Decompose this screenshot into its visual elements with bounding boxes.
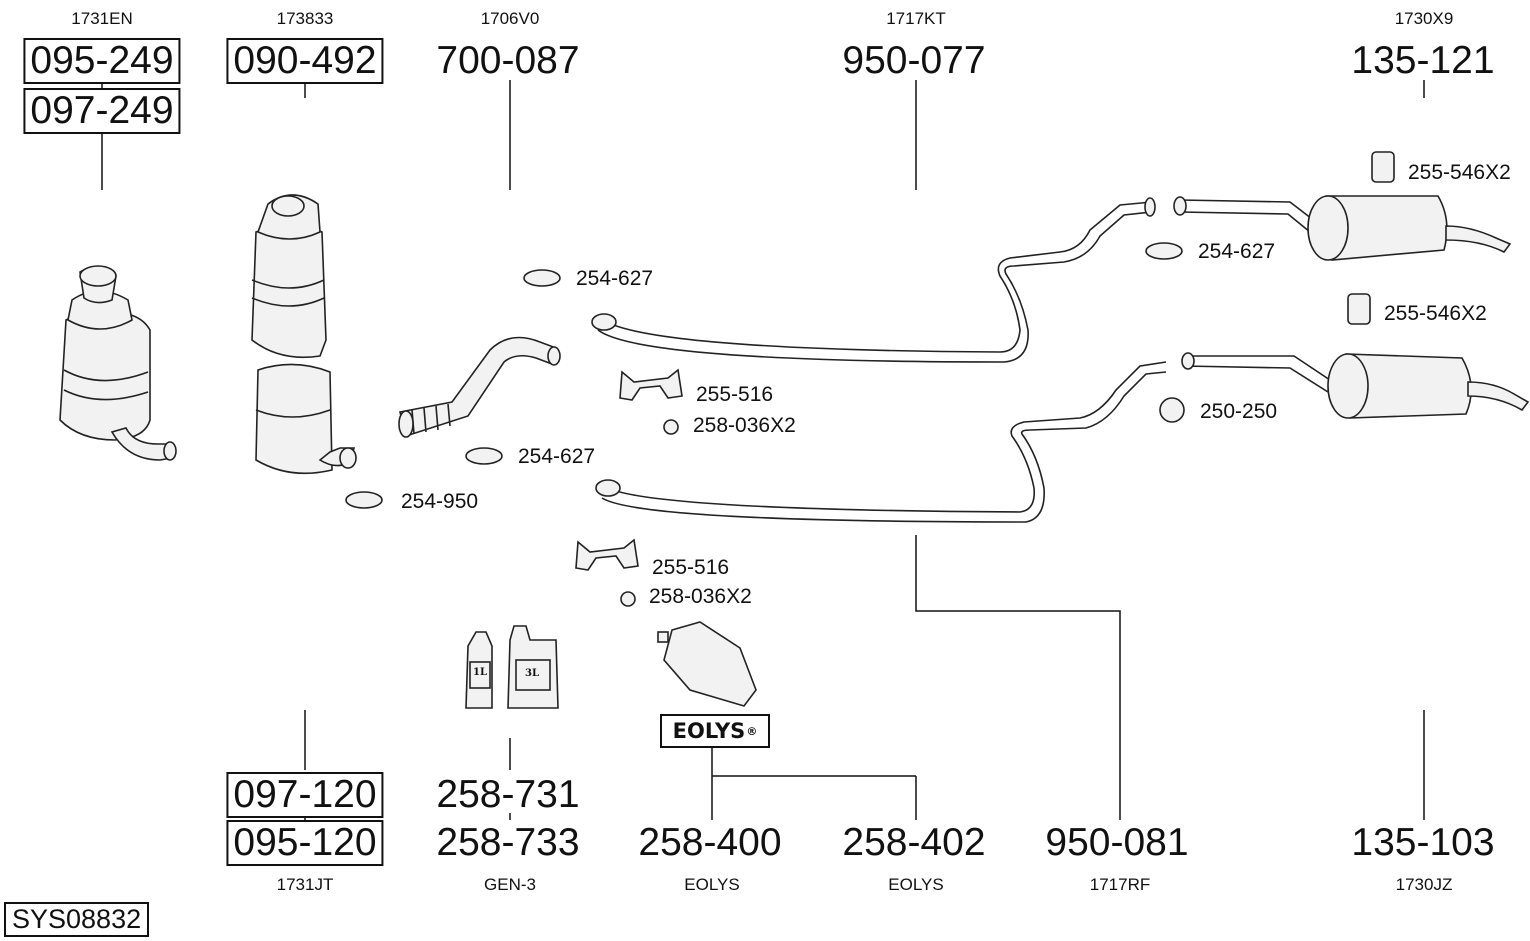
can-label-3l: 3L <box>525 668 539 679</box>
catalyst-left <box>59 265 177 461</box>
small-part-254-627-rear[interactable]: 254-627 <box>1198 240 1276 263</box>
small-part-255-516-upper[interactable]: 255-516 <box>696 383 774 406</box>
part-number-097-249[interactable]: 097-249 <box>23 88 181 134</box>
small-part-258-036X2-lower[interactable]: 258-036X2 <box>649 585 752 608</box>
oem-number-bottom-5: 1717RF <box>1089 875 1151 894</box>
part-number-258-733[interactable]: 258-733 <box>436 821 580 864</box>
eolys-logo-text: EOLYS <box>672 719 746 743</box>
small-part-255-546X2-lower[interactable]: 255-546X2 <box>1384 302 1487 325</box>
clamps-and-hangers <box>345 151 1395 607</box>
oem-number-top-3: 1706V0 <box>480 9 540 28</box>
small-part-254-627-middle[interactable]: 254-627 <box>518 445 596 468</box>
oem-number-bottom-1: 1731JT <box>276 875 334 894</box>
small-part-254-950[interactable]: 254-950 <box>401 490 479 513</box>
leader-lines <box>101 80 1425 820</box>
oem-number-bottom-3: EOLYS <box>684 875 740 894</box>
intermediate-pipe-upper <box>591 197 1156 363</box>
small-part-254-627-upper[interactable]: 254-627 <box>576 267 654 290</box>
small-part-258-036X2-upper[interactable]: 258-036X2 <box>693 414 796 437</box>
part-number-950-077[interactable]: 950-077 <box>842 39 986 82</box>
registered-mark: ® <box>746 724 758 738</box>
small-part-255-516-lower[interactable]: 255-516 <box>652 556 730 579</box>
can-label-1l: 1L <box>473 667 487 678</box>
part-number-258-402[interactable]: 258-402 <box>842 821 986 864</box>
eolys-logo: EOLYS® <box>660 714 770 748</box>
additive-cans <box>465 625 559 709</box>
small-part-255-546X2-upper[interactable]: 255-546X2 <box>1408 161 1511 184</box>
oem-number-bottom-6: 1730JZ <box>1395 875 1453 894</box>
part-number-090-492[interactable]: 090-492 <box>226 38 384 84</box>
part-number-135-121[interactable]: 135-121 <box>1351 39 1495 82</box>
oem-number-bottom-2: GEN-3 <box>484 875 536 894</box>
rear-muffler-lower <box>1181 352 1530 419</box>
eolys-pouch <box>657 621 757 707</box>
part-number-135-103[interactable]: 135-103 <box>1351 821 1495 864</box>
front-flex-pipe <box>398 336 561 438</box>
oem-number-top-1: 1731EN <box>71 9 133 28</box>
part-number-095-120[interactable]: 095-120 <box>226 820 384 866</box>
oem-number-top-5: 1730X9 <box>1394 9 1454 28</box>
dpf-filter <box>251 194 357 475</box>
oem-number-top-2: 173833 <box>276 9 334 28</box>
part-number-950-081[interactable]: 950-081 <box>1045 821 1189 864</box>
oem-number-bottom-4: EOLYS <box>888 875 944 894</box>
rear-muffler-upper <box>1173 195 1512 261</box>
part-number-095-249[interactable]: 095-249 <box>23 38 181 84</box>
diagram-id: SYS08832 <box>4 902 150 937</box>
intermediate-pipe-lower <box>595 361 1167 523</box>
part-number-097-120[interactable]: 097-120 <box>226 772 384 818</box>
part-number-258-400[interactable]: 258-400 <box>638 821 782 864</box>
small-part-250-250[interactable]: 250-250 <box>1200 400 1278 423</box>
part-number-258-731[interactable]: 258-731 <box>436 773 580 816</box>
oem-number-top-4: 1717KT <box>886 9 946 28</box>
part-number-700-087[interactable]: 700-087 <box>436 39 580 82</box>
